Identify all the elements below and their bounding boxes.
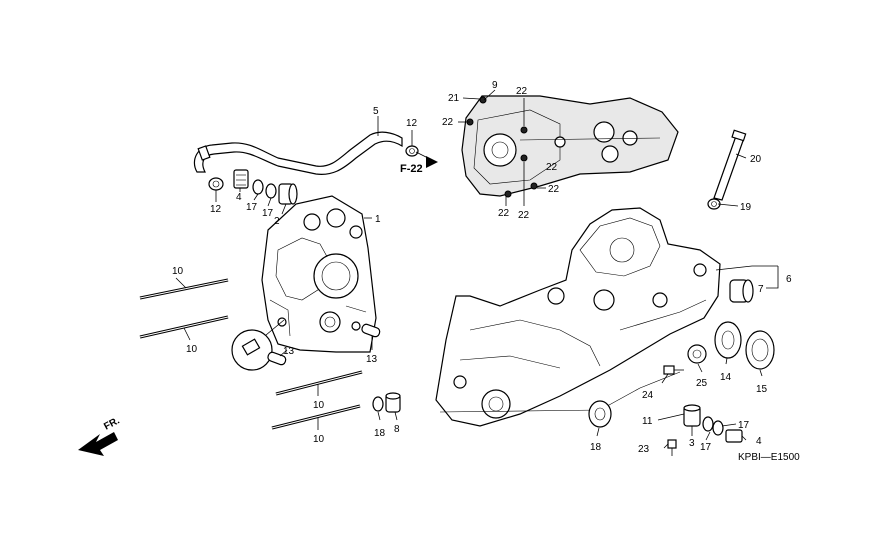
crankcase-cover <box>461 95 679 197</box>
callout-17-b: 17 <box>262 208 274 219</box>
dowel-pin-13b <box>361 323 381 338</box>
callout-22-a: 22 <box>516 86 528 97</box>
plug-2 <box>278 183 298 205</box>
callout-17-a: 17 <box>246 202 258 213</box>
bearing-18b <box>588 400 612 428</box>
callout-13-b: 13 <box>366 354 378 365</box>
callout-11: 11 <box>642 416 653 427</box>
callout-19: 19 <box>740 202 752 213</box>
callout-17-c: 17 <box>738 420 750 431</box>
callout-10-d: 10 <box>313 434 325 445</box>
callout-4-top: 4 <box>236 192 242 203</box>
tube-clip-12-left <box>208 177 224 191</box>
bearing-14 <box>714 321 742 359</box>
cover-bolt-21 <box>479 96 487 104</box>
stud-10d <box>271 404 361 430</box>
callout-22-f: 22 <box>546 162 558 173</box>
stud-10c <box>275 370 363 396</box>
o-ring-17c <box>702 416 714 432</box>
callout-18-a: 18 <box>374 428 386 439</box>
o-ring-17b <box>265 183 277 199</box>
f22-arrow-icon <box>426 156 438 168</box>
reference-f22: F-22 <box>400 163 423 175</box>
washer-18a <box>372 396 384 412</box>
stud-10a <box>139 278 229 300</box>
callout-25: 25 <box>696 378 708 389</box>
callout-10-a: 10 <box>172 266 184 277</box>
drain-plug-4b <box>725 429 743 443</box>
callout-18-b: 18 <box>590 442 602 453</box>
front-marker-label: FR. <box>102 415 122 432</box>
callout-12-right: 12 <box>406 118 418 129</box>
callout-3: 3 <box>689 438 695 449</box>
callout-labels: 5 12 12 4 17 17 2 1 9 21 22 22 22 22 22 … <box>102 80 800 463</box>
callout-24: 24 <box>642 390 654 401</box>
stud-10b <box>139 315 229 339</box>
callout-22-d: 22 <box>498 208 510 219</box>
drawing-code: KPBI—E1500 <box>738 452 800 463</box>
callout-23: 23 <box>638 444 650 455</box>
breather-tube-20 <box>713 129 747 201</box>
cover-bolt-22a <box>520 126 528 134</box>
dowel-detail-circle <box>231 319 285 371</box>
plug-8 <box>385 392 401 413</box>
cover-bolt-22b <box>520 154 528 162</box>
callout-13-a: 13 <box>283 346 295 357</box>
tube-clip-12-right <box>405 145 419 157</box>
cover-bolt-22d <box>504 190 512 198</box>
callout-1: 1 <box>375 214 381 225</box>
callout-17-d: 17 <box>700 442 712 453</box>
callout-9: 9 <box>492 80 498 91</box>
callout-22-b: 22 <box>442 117 454 128</box>
callout-22-e: 22 <box>518 210 530 221</box>
callout-6: 6 <box>786 274 792 285</box>
bolt-24 <box>663 365 684 375</box>
gear-3 <box>683 404 701 427</box>
callout-12-left: 12 <box>210 204 222 215</box>
leader-6 <box>715 265 753 271</box>
callout-22-c: 22 <box>548 184 560 195</box>
callout-2: 2 <box>274 216 280 227</box>
cover-bolt-22c <box>530 182 538 190</box>
bushing-7 <box>729 279 754 303</box>
o-ring-17d <box>712 420 724 436</box>
callout-5: 5 <box>373 106 379 117</box>
left-crankcase <box>435 207 721 427</box>
front-arrow-icon <box>78 432 118 456</box>
callout-14: 14 <box>720 372 732 383</box>
bearing-25 <box>687 344 707 364</box>
o-ring-17a <box>252 179 264 195</box>
callout-7: 7 <box>758 284 764 295</box>
callout-21: 21 <box>448 93 460 104</box>
breather-tube <box>193 131 403 175</box>
callout-10-b: 10 <box>186 344 198 355</box>
callout-20: 20 <box>750 154 762 165</box>
callout-4-bottom: 4 <box>756 436 762 447</box>
callout-10-c: 10 <box>313 400 325 411</box>
drain-bolt-4 <box>233 169 249 189</box>
callout-15: 15 <box>756 384 768 395</box>
leader-lines <box>175 89 779 449</box>
callout-8: 8 <box>394 424 400 435</box>
oil-seal-15 <box>745 330 775 370</box>
bolt-23 <box>667 439 677 456</box>
